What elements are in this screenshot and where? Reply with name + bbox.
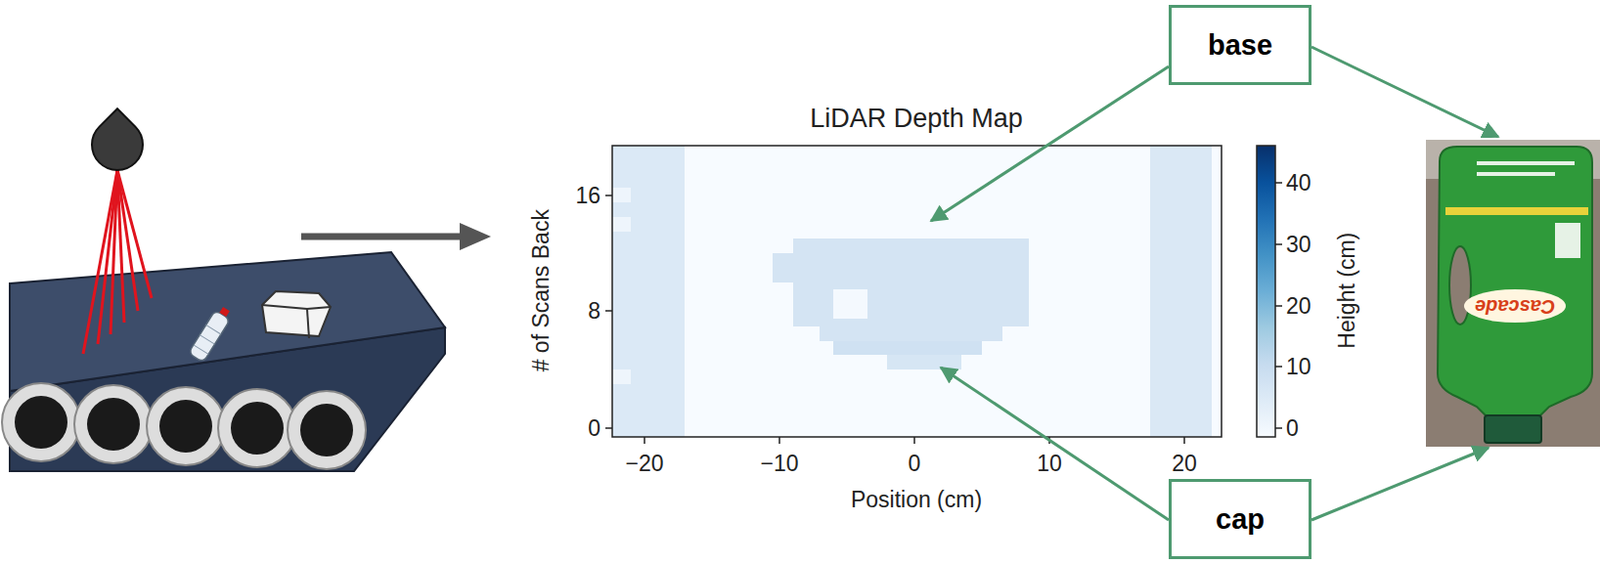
callout-label: cap xyxy=(1215,503,1265,536)
flow-arrow xyxy=(301,233,462,241)
axis-ticks xyxy=(605,310,613,312)
axis-ticks xyxy=(605,194,613,197)
laser-rays xyxy=(117,170,152,299)
bottle-photo xyxy=(1476,172,1556,177)
axis-ticks xyxy=(605,427,613,430)
depth-map xyxy=(1150,145,1212,438)
axis-ticks xyxy=(605,195,1185,445)
roller xyxy=(300,403,354,457)
tick-label: −20 xyxy=(624,450,664,477)
colorbar-title: Height (cm) xyxy=(1333,232,1360,350)
tick-label: 0 xyxy=(587,415,601,442)
colorbar xyxy=(1275,365,1283,368)
chart-title: LiDAR Depth Map xyxy=(809,103,1023,134)
colorbar-tick: 30 xyxy=(1286,231,1312,258)
roller xyxy=(159,400,213,453)
conveyor-belt xyxy=(1,252,445,472)
depth-map xyxy=(612,369,631,385)
colorbar-tick: 0 xyxy=(1286,415,1299,442)
colorbar xyxy=(1275,243,1283,246)
axis-ticks xyxy=(1183,437,1186,445)
leader-arrow xyxy=(931,66,1169,222)
box-on-belt xyxy=(262,291,331,339)
lidar-sensor xyxy=(81,108,154,181)
roller xyxy=(14,396,68,449)
laser-rays xyxy=(83,170,118,355)
bottle-photo xyxy=(1445,207,1589,216)
conveyor-belt xyxy=(9,252,445,392)
tick-label: 10 xyxy=(1036,450,1063,477)
axis-ticks xyxy=(643,437,646,445)
bottle-photo xyxy=(1425,139,1600,447)
callout-box: base xyxy=(1168,4,1312,86)
bottle-on-belt xyxy=(193,345,209,356)
colorbar xyxy=(1275,181,1283,184)
colorbar-tick: 40 xyxy=(1286,170,1312,196)
bottle-photo xyxy=(1449,246,1471,325)
bottle-on-belt xyxy=(188,304,235,363)
colorbar xyxy=(1275,182,1283,429)
colorbar xyxy=(1256,145,1283,438)
depth-map xyxy=(772,253,794,283)
roller xyxy=(87,398,140,451)
roller xyxy=(287,391,366,470)
colorbar xyxy=(1275,427,1283,430)
leader-arrow xyxy=(1311,46,1499,137)
laser-rays xyxy=(110,170,118,335)
depth-map xyxy=(819,326,1003,342)
flow-arrow xyxy=(459,222,491,251)
bottle-photo xyxy=(1555,222,1581,259)
tick-label: 0 xyxy=(908,450,922,477)
box-on-belt xyxy=(262,291,331,337)
laser-rays xyxy=(97,170,118,345)
leader-arrow xyxy=(1311,447,1489,521)
box-on-belt xyxy=(262,305,331,310)
colorbar-tick: 10 xyxy=(1286,354,1312,380)
callout-label: base xyxy=(1207,29,1273,62)
axis-ticks xyxy=(778,437,781,445)
axis-title: # of Scans Back xyxy=(528,209,554,372)
bottle-on-belt xyxy=(188,310,231,363)
bottle-photo xyxy=(1484,415,1542,444)
laser-rays xyxy=(83,170,152,355)
roller xyxy=(230,401,284,455)
bottle-photo xyxy=(1464,289,1566,323)
roller xyxy=(1,383,366,470)
bottle-photo xyxy=(1425,139,1600,447)
depth-map xyxy=(612,217,631,232)
axis-title: Position (cm) xyxy=(850,487,982,513)
bottle-photo xyxy=(1437,146,1593,417)
tick-label: 8 xyxy=(587,298,601,324)
flow-arrow xyxy=(301,222,491,251)
roller xyxy=(218,389,297,468)
roller xyxy=(146,387,225,466)
box-on-belt xyxy=(307,309,310,339)
bottle-on-belt xyxy=(199,335,215,346)
tick-label: 16 xyxy=(575,182,601,209)
bottle-on-belt xyxy=(219,307,229,317)
roller xyxy=(1,383,81,462)
depth-map xyxy=(612,187,631,203)
colorbar-tick: 20 xyxy=(1286,293,1312,319)
tick-label: −10 xyxy=(759,450,799,477)
depth-map xyxy=(612,145,1222,438)
depth-map xyxy=(793,238,1029,327)
bottle-on-belt xyxy=(206,324,222,335)
roller xyxy=(74,385,153,464)
product-logo: Cascade xyxy=(1474,295,1556,318)
bottle-photo xyxy=(1476,161,1575,166)
depth-map xyxy=(612,145,1222,438)
tick-label: 20 xyxy=(1171,450,1198,477)
colorbar xyxy=(1275,305,1283,308)
depth-map xyxy=(612,145,685,438)
depth-map xyxy=(887,355,962,370)
callout-box: cap xyxy=(1168,479,1312,560)
axis-ticks xyxy=(913,437,916,445)
depth-map xyxy=(612,145,1222,438)
colorbar xyxy=(1256,145,1276,438)
depth-map xyxy=(833,341,982,356)
depth-map xyxy=(833,289,868,319)
